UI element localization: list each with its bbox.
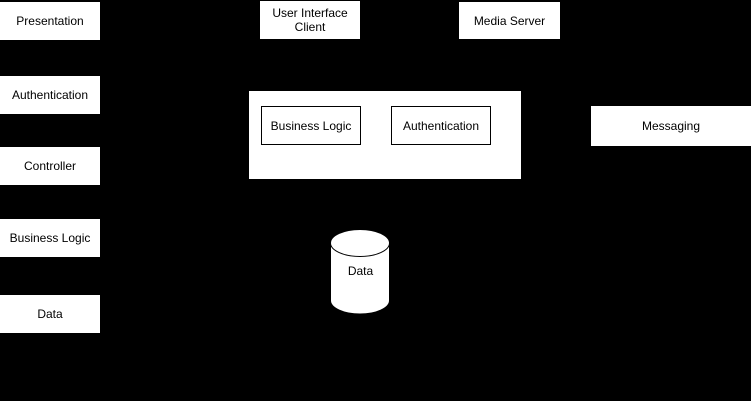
node-label-user-interface-client: User Interface Client	[272, 6, 348, 34]
layer-label-authentication: Authentication	[11, 88, 89, 102]
layer-box-controller: Controller	[0, 147, 100, 185]
layer-label-presentation: Presentation	[16, 14, 84, 28]
node-media-server: Media Server	[459, 2, 560, 39]
node-user-interface-client: User Interface Client	[260, 1, 360, 39]
node-label-data: Data	[347, 264, 374, 278]
database-cylinder	[330, 229, 391, 315]
layer-box-business-logic: Business Logic	[0, 219, 100, 257]
database-cylinder-icon	[330, 229, 390, 315]
layer-label-controller: Controller	[23, 159, 77, 173]
node-label-messaging: Messaging	[641, 119, 701, 133]
database-label-wrap: Data	[330, 263, 391, 279]
node-label-authentication: Authentication	[402, 118, 480, 133]
node-label-business-logic: Business Logic	[270, 118, 352, 133]
layer-label-data: Data	[37, 307, 63, 321]
layer-label-business-logic: Business Logic	[9, 231, 91, 245]
node-label-media-server: Media Server	[473, 13, 546, 28]
layer-box-authentication: Authentication	[0, 76, 100, 114]
node-messaging: Messaging	[591, 106, 751, 146]
layer-box-presentation: Presentation	[0, 2, 100, 40]
layer-box-data: Data	[0, 295, 100, 333]
node-authentication: Authentication	[391, 106, 491, 145]
node-business-logic: Business Logic	[261, 106, 361, 145]
